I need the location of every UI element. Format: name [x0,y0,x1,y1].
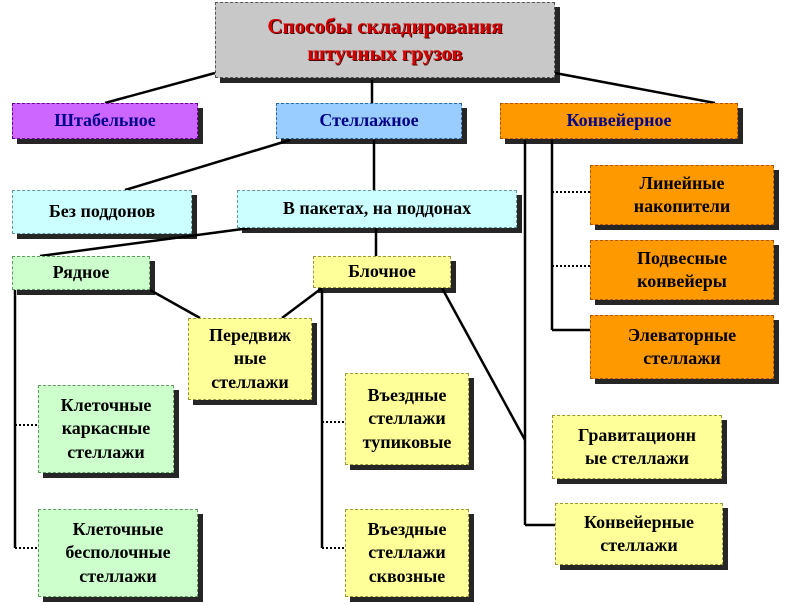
node-conveyor-racks: Конвейерные стеллажи [555,503,723,565]
node-drive-in-through-label: Въездные стеллажи сквозные [367,518,447,586]
link-block-gravity [440,287,527,441]
node-no-pallets-label: Без поддонов [48,201,156,222]
link-packages-row [39,226,251,258]
node-row-label: Рядное [52,262,110,283]
link-block-mobile [281,287,323,319]
node-drive-in-deadend: Въездные стеллажи тупиковые [345,373,469,465]
node-cell-shelfless: Клеточные бесполочные стеллажи [38,509,198,597]
node-cell-frame-label: Клеточные каркасные стеллажи [60,394,152,462]
node-conveyor: Конвейерное [500,103,738,139]
node-mobile-racks: Передвиж ные стеллажи [188,318,312,400]
node-block: Блочное [313,256,451,288]
link-title-conveyor [554,71,716,105]
node-overhead-conveyors: Подвесные конвейеры [590,240,774,300]
node-in-packages-label: В пакетах, на поддонах [282,198,472,219]
link-row-mobile [149,288,201,320]
node-linear-accumulators-label: Линейные накопители [633,172,731,216]
link-rack-nopallets [124,138,291,192]
node-overhead-conveyors-label: Подвесные конвейеры [637,247,727,291]
node-no-pallets: Без поддонов [12,190,192,234]
node-drive-in-through: Въездные стеллажи сквозные [345,509,469,597]
node-conveyor-racks-label: Конвейерные стеллажи [583,511,695,555]
node-linear-accumulators: Линейные накопители [590,165,774,225]
node-block-label: Блочное [348,261,416,282]
node-elevator-racks: Элеваторные стеллажи [590,315,774,379]
node-rack-label: Стеллажное [319,110,419,131]
node-drive-in-deadend-label: Въездные стеллажи тупиковые [362,384,452,452]
node-in-packages: В пакетах, на поддонах [237,190,517,228]
node-gravity-racks: Гравитационн ые стеллажи [552,415,722,479]
node-conveyor-label: Конвейерное [566,110,672,131]
node-mobile-racks-label: Передвиж ные стеллажи [208,324,291,392]
node-cell-frame: Клеточные каркасные стеллажи [38,385,174,473]
diagram-title: Способы складирования штучных грузов [215,2,555,78]
node-rack: Стеллажное [276,103,462,139]
node-elevator-racks-label: Элеваторные стеллажи [627,324,737,368]
node-cell-shelfless-label: Клеточные бесполочные стеллажи [65,518,171,586]
node-row: Рядное [12,256,150,290]
node-stacking: Штабельное [12,103,198,139]
link-title-stacking [104,71,216,105]
diagram-title-text: Способы складирования штучных грузов [267,13,503,65]
node-gravity-racks-label: Гравитационн ые стеллажи [578,424,696,468]
node-stacking-label: Штабельное [54,110,156,131]
